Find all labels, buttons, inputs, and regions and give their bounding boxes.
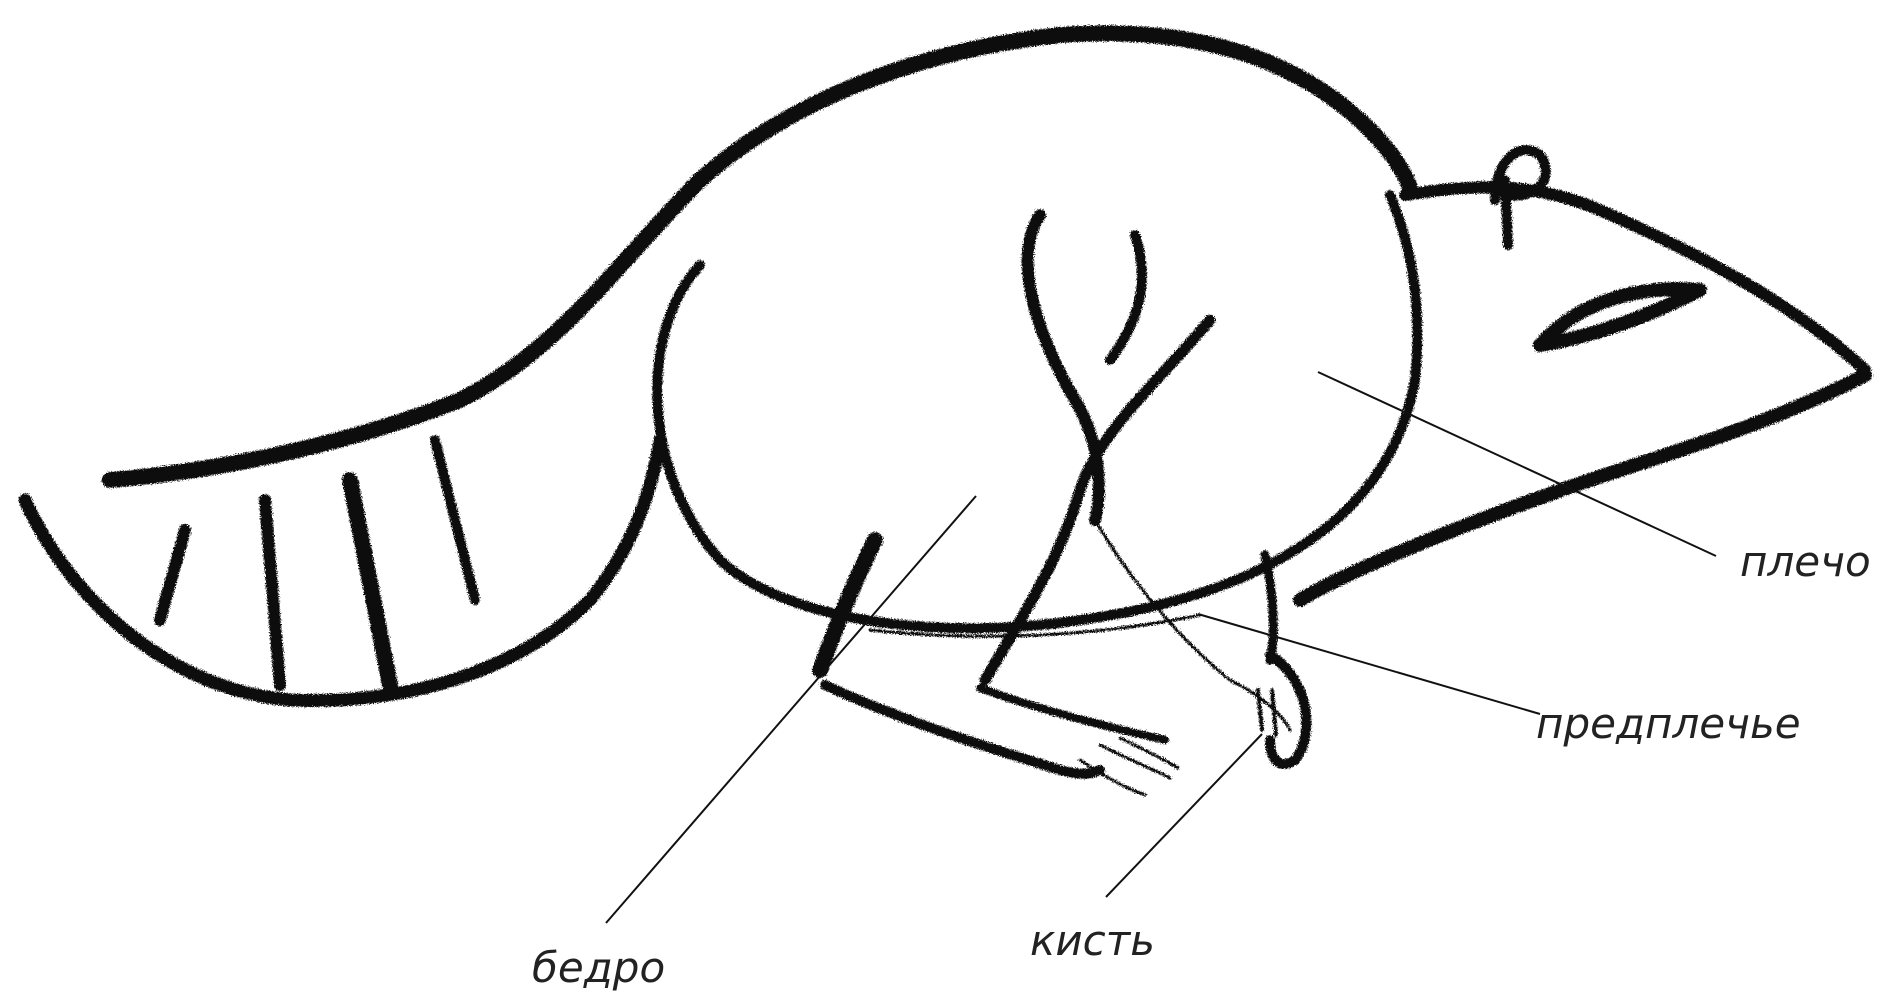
tail-stripe-2	[265, 500, 280, 685]
body-oval	[657, 195, 1417, 628]
label-thigh: бедро	[532, 943, 665, 992]
tail-stripe-1	[160, 530, 185, 620]
ear-line	[1505, 180, 1508, 245]
hind-leg-front	[820, 540, 875, 670]
leader-forearm	[1198, 614, 1540, 714]
tail-stripe-4	[435, 440, 475, 600]
head-upper	[1405, 187, 1865, 370]
paw-digit-1	[1258, 690, 1262, 730]
upper-arm-line	[1110, 235, 1142, 360]
hind-leg-back	[980, 688, 1165, 740]
label-shoulder: плечо	[1740, 537, 1871, 586]
paw-digit-2	[1272, 690, 1276, 735]
label-hand: кисть	[1030, 916, 1155, 965]
eye	[1540, 289, 1700, 345]
label-forearm: предплечье	[1536, 699, 1801, 748]
toe-3	[1120, 738, 1178, 768]
back-contour	[110, 33, 1410, 480]
front-leg	[1265, 555, 1273, 660]
hind-leg-foot	[825, 685, 1100, 774]
charcoal-drawing	[25, 33, 1865, 795]
leader-thigh	[606, 496, 976, 923]
toe-2	[1100, 745, 1170, 778]
tail-stripe-3	[350, 480, 390, 685]
